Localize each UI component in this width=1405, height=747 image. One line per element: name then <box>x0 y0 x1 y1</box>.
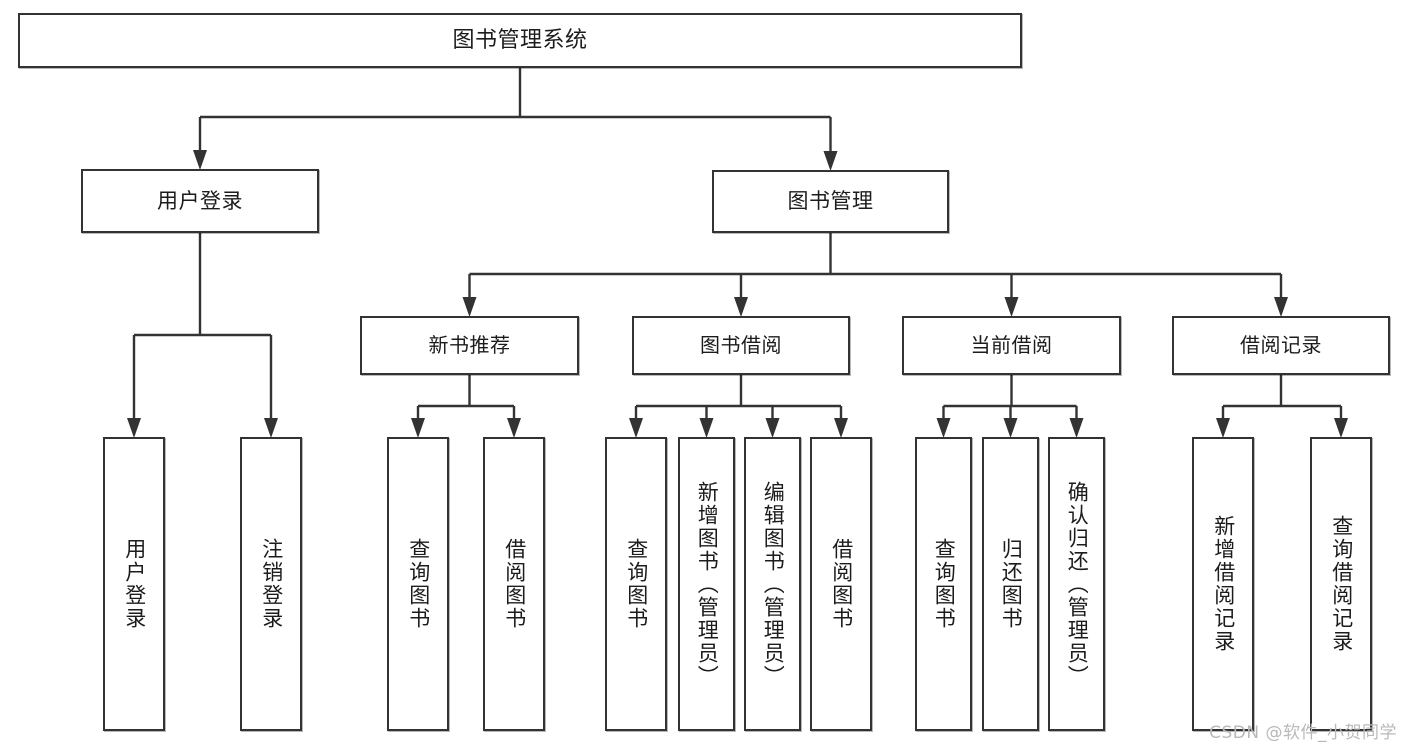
node-label: 新增图书（管理员） <box>695 480 720 688</box>
arrow-head-icon <box>193 150 207 170</box>
node-label: 查询图书 <box>624 538 649 630</box>
node-label: 借阅记录 <box>1240 332 1322 357</box>
node-label: 编辑图书（管理员） <box>761 480 786 688</box>
arrow-head-icon <box>1003 418 1018 438</box>
arrow-head-icon <box>507 418 521 438</box>
node-book-borrow[interactable]: 图书借阅 <box>632 316 850 375</box>
node-current-borrow[interactable]: 当前借阅 <box>902 316 1121 375</box>
arrow-head-icon <box>765 418 780 438</box>
node-label: 图书管理 <box>787 189 874 214</box>
node-borrow-record[interactable]: 借阅记录 <box>1172 316 1390 375</box>
leaf-current-return-book[interactable]: 归还图书 <box>982 437 1039 731</box>
arrow-head-icon <box>1274 297 1288 317</box>
node-label: 借阅图书 <box>502 538 527 630</box>
arrow-head-icon <box>734 297 748 317</box>
arrow-head-icon <box>411 418 425 438</box>
leaf-borrow-borrow-book[interactable]: 借阅图书 <box>810 437 872 731</box>
leaf-borrow-edit-book-admin[interactable]: 编辑图书（管理员） <box>744 437 801 731</box>
arrow-head-icon <box>462 297 477 317</box>
leaf-user-login[interactable]: 用户登录 <box>103 437 165 731</box>
node-label: 图书管理系统 <box>452 27 588 53</box>
leaf-borrow-add-book-admin[interactable]: 新增图书（管理员） <box>678 437 735 731</box>
node-label: 新增借阅记录 <box>1211 515 1236 653</box>
leaf-record-query-record[interactable]: 查询借阅记录 <box>1310 437 1372 731</box>
arrow-head-icon <box>1069 418 1084 438</box>
node-label: 图书借阅 <box>700 332 782 357</box>
node-label: 确认归还（管理员） <box>1065 480 1090 688</box>
node-root-system[interactable]: 图书管理系统 <box>18 13 1022 68</box>
watermark-text: CSDN @软件_小贺同学 <box>1209 723 1397 743</box>
node-user-login[interactable]: 用户登录 <box>81 169 319 233</box>
node-label: 借阅图书 <box>829 538 854 630</box>
node-label: 用户登录 <box>157 188 243 213</box>
node-book-management[interactable]: 图书管理 <box>712 170 949 233</box>
arrow-head-icon <box>264 418 278 438</box>
node-label: 查询借阅记录 <box>1329 515 1354 653</box>
node-label: 查询图书 <box>406 538 431 630</box>
leaf-record-add-record[interactable]: 新增借阅记录 <box>1192 437 1254 731</box>
arrow-head-icon <box>834 418 848 438</box>
node-label: 归还图书 <box>999 538 1024 630</box>
leaf-borrow-query-book[interactable]: 查询图书 <box>605 437 667 731</box>
leaf-newbook-query-book[interactable]: 查询图书 <box>387 437 449 731</box>
arrow-head-icon <box>629 418 643 438</box>
leaf-current-confirm-return-admin[interactable]: 确认归还（管理员） <box>1048 437 1105 731</box>
leaf-newbook-borrow-book[interactable]: 借阅图书 <box>483 437 545 731</box>
node-label: 注销登录 <box>259 538 284 630</box>
node-label: 用户登录 <box>122 538 147 630</box>
node-label: 查询图书 <box>932 538 957 630</box>
leaf-user-logout[interactable]: 注销登录 <box>240 437 302 731</box>
arrow-head-icon <box>1216 418 1230 438</box>
arrow-head-icon <box>936 418 951 438</box>
arrow-head-icon <box>823 151 838 171</box>
arrow-head-icon <box>699 418 714 438</box>
leaf-current-query-book[interactable]: 查询图书 <box>915 437 972 731</box>
node-label: 新书推荐 <box>428 332 511 357</box>
node-new-book-recommend[interactable]: 新书推荐 <box>360 316 579 375</box>
arrow-head-icon <box>127 418 141 438</box>
arrow-head-icon <box>1334 418 1348 438</box>
node-label: 当前借阅 <box>970 332 1053 357</box>
arrow-head-icon <box>1004 297 1019 317</box>
